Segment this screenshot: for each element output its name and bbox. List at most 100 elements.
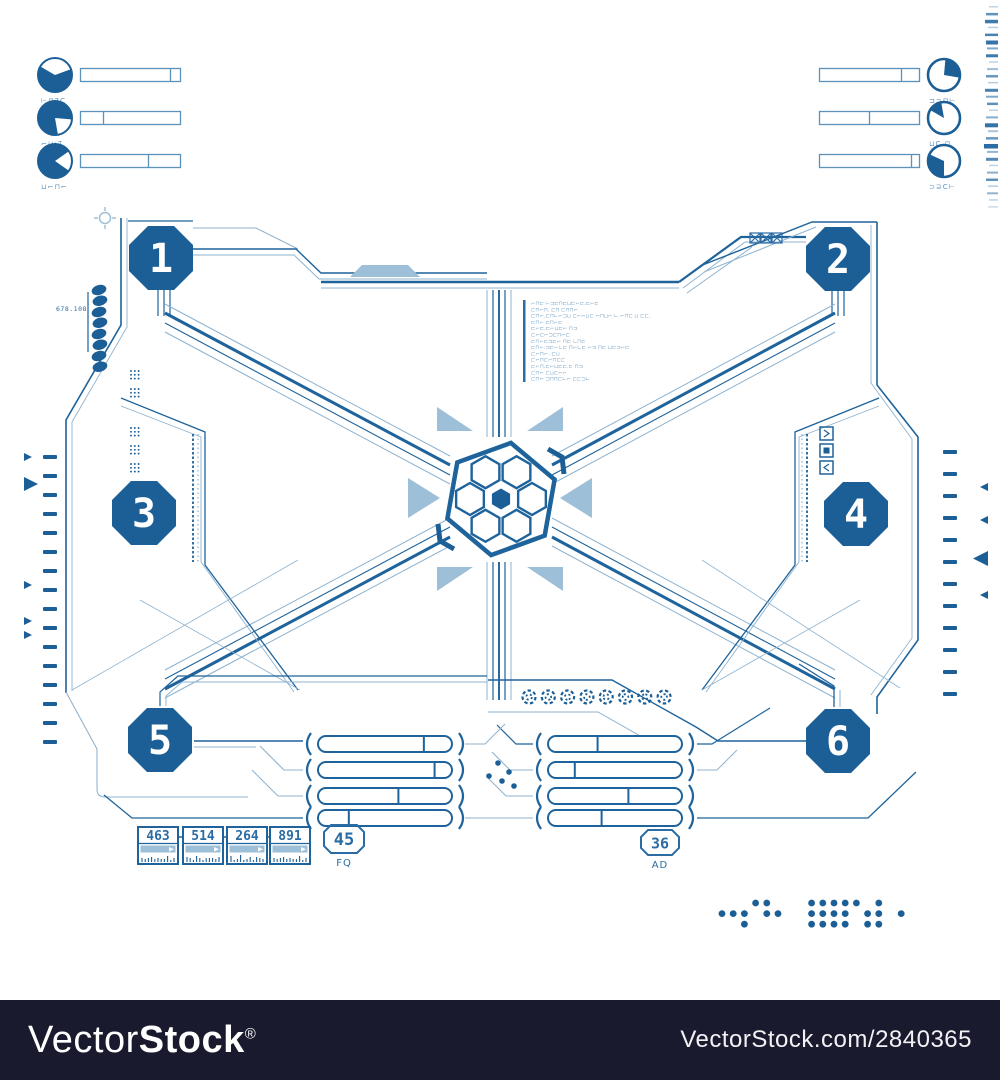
barcode-line [986, 40, 998, 45]
node-4[interactable]: 4 [824, 482, 888, 546]
dot-grid [137, 370, 140, 372]
slider-right-1[interactable] [535, 732, 695, 756]
tick-dash [43, 645, 57, 649]
slider-capsule[interactable] [317, 735, 453, 753]
node-3[interactable]: 3 [112, 481, 176, 545]
tick-dash [43, 588, 57, 592]
bracket-left [535, 758, 542, 782]
hexagon-cell [501, 508, 532, 544]
arrow-se-icon [527, 567, 563, 591]
slider-capsule[interactable] [547, 809, 683, 827]
counter-bar [272, 845, 308, 853]
barcode-line [989, 164, 998, 167]
counter-arrow-icon [258, 847, 263, 852]
triangle-right-icon [24, 581, 32, 589]
spinner-icon [598, 689, 614, 705]
logo-bold: Stock [138, 1018, 245, 1061]
media-buttons [819, 426, 834, 475]
micro-text-line: ⊏⌐⊏.⊏⌐⊔⊏⌐ ⊓⊐ [531, 326, 577, 332]
slider-right-2[interactable] [535, 758, 695, 782]
barcode-line [986, 157, 998, 161]
barcode-line [987, 192, 998, 195]
tick-dash [43, 702, 57, 706]
dot-grid [137, 466, 140, 469]
progress-bar[interactable] [818, 153, 921, 169]
badge-label: AD [652, 860, 669, 871]
counter-bar [229, 845, 265, 853]
micro-text-line: ⊏⌐⊏⌐⊐⊏⊓⌐⊏ [531, 333, 570, 339]
node-6[interactable]: 6 [806, 709, 870, 773]
slider-right-4[interactable] [535, 806, 695, 830]
node-5[interactable]: 5 [128, 708, 192, 772]
barcode-line [988, 206, 998, 208]
micro-text-line: ⊏⊓⌐ ⊐⊓⊓⊏∟⌐ ⊏⊏⊐∟ [531, 377, 590, 383]
bracket-left [535, 784, 542, 808]
node-4-label: 4 [844, 492, 868, 538]
tick-dash [43, 664, 57, 668]
slider-left-4[interactable] [305, 806, 465, 830]
triangle-right-icon [24, 477, 38, 491]
logo-light: Vector [28, 1018, 139, 1061]
progress-bar[interactable] [818, 67, 921, 83]
bracket-right [458, 758, 465, 782]
counter-box-2[interactable]: 514 [182, 826, 227, 865]
micro-text-line: ⊏⌐⊓.⊏⌐⊔⊏⊏.⊏ ⊓⊐ [531, 364, 583, 370]
x-box-icon [771, 232, 783, 244]
dot-grid [133, 395, 136, 398]
tick-dash [43, 607, 57, 611]
bracket-right [458, 732, 465, 756]
bracket-left [305, 806, 312, 830]
counter-arrow-icon [169, 847, 174, 852]
counter-box-3[interactable]: 264 [226, 826, 270, 865]
stats-panel-left: ⊢⊓7C⌐⊔:7⊔⌐⊓⌐ [37, 57, 182, 191]
slider-capsule[interactable] [547, 787, 683, 805]
progress-bar[interactable] [79, 67, 182, 83]
counter-box-1[interactable]: 463 [137, 826, 183, 865]
slider-capsule[interactable] [317, 761, 453, 779]
dot-grid [130, 391, 132, 394]
tick-dash [943, 670, 957, 674]
pie-icon [37, 100, 73, 136]
stop-button[interactable] [819, 443, 834, 458]
progress-bar[interactable] [79, 153, 182, 169]
dot-grid [133, 370, 136, 372]
pie-icon [37, 57, 73, 93]
dot-grid [133, 445, 136, 447]
matrix-dot [875, 920, 883, 928]
micro-text-line: ⊏⊓⌐ ⊏⊔⊏⌐⌐ [531, 370, 567, 376]
slider-left-3[interactable] [305, 784, 465, 808]
slider-capsule[interactable] [547, 761, 683, 779]
dot-grid [133, 448, 136, 451]
node-6-label: 6 [826, 719, 850, 765]
node-2[interactable]: 2 [806, 227, 870, 291]
barcode-line [985, 123, 998, 128]
matrix-dot [897, 910, 905, 917]
slider-capsule[interactable] [317, 787, 453, 805]
dot-grid [137, 377, 140, 380]
numeric-readout: 678.108 [56, 305, 87, 313]
pie-icon [926, 100, 962, 136]
hud-frame [65, 218, 919, 819]
slider-left-1[interactable] [305, 732, 465, 756]
stat-row-right-3: ⊃⊇C⊢ [818, 143, 962, 191]
barcode-line [985, 88, 998, 92]
slider-right-3[interactable] [535, 784, 695, 808]
dot-grid [133, 452, 136, 455]
tick-dash [943, 626, 957, 630]
tick-dash [43, 569, 57, 573]
prev-button[interactable] [819, 460, 834, 475]
slider-capsule[interactable] [317, 809, 453, 827]
counter-box-4[interactable]: 891 [269, 826, 311, 865]
next-button[interactable] [819, 426, 834, 441]
dot-grid [133, 391, 136, 394]
node-1[interactable]: 1 [129, 226, 193, 290]
scatter-dot [495, 760, 501, 766]
progress-bar[interactable] [79, 110, 182, 126]
blob-marker [91, 284, 107, 296]
slider-capsule[interactable] [547, 735, 683, 753]
slider-left-2[interactable] [305, 758, 465, 782]
counter-value: 264 [235, 829, 259, 844]
bracket-left [305, 784, 312, 808]
